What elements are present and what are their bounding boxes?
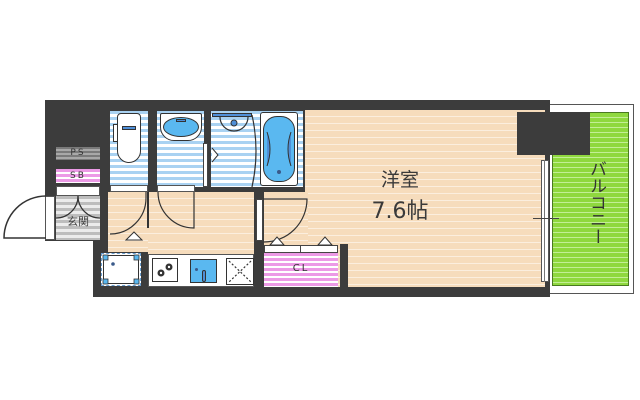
entrance-door-opening	[45, 196, 55, 240]
shower-icon	[211, 114, 257, 188]
entrance-floor	[56, 196, 100, 240]
balcony-label: バルコニー	[586, 160, 606, 245]
entrance-inner-door	[55, 195, 101, 219]
bathtub-contour	[266, 131, 292, 174]
closet-label: CL	[292, 263, 310, 274]
toilet-door-swing[interactable]	[108, 191, 208, 238]
pipe-space-label: PS	[70, 148, 86, 158]
western-room-name: 洋室	[380, 169, 419, 191]
fridge-corners	[102, 254, 140, 285]
sink-drain	[195, 268, 198, 271]
balcony-window[interactable]	[541, 160, 549, 282]
shoe-box-label: SB	[70, 171, 86, 181]
pipe-space	[56, 147, 100, 160]
entrance-door-swing[interactable]	[0, 195, 50, 241]
room-door-swing[interactable]	[263, 198, 309, 244]
closet-floor	[264, 253, 338, 287]
closet-markers	[268, 236, 334, 246]
closet-door-divider	[300, 245, 301, 253]
faucet	[176, 119, 186, 122]
room-wall-nub	[340, 244, 348, 287]
closet-doors[interactable]	[264, 245, 338, 253]
entrance-label: 玄関	[67, 215, 89, 228]
shoe-box	[56, 169, 100, 183]
refrigerator-icon	[103, 255, 139, 284]
washroom-door-leaf	[147, 192, 149, 228]
kitchen-floor	[148, 236, 258, 254]
stove-icon	[152, 258, 178, 282]
kitchen-marker	[124, 231, 144, 241]
toilet-seat-accent	[122, 126, 136, 130]
sink-faucet	[202, 270, 206, 282]
window-handle	[533, 218, 559, 219]
entrance-step	[56, 186, 100, 196]
structural-pillar	[517, 112, 590, 155]
shower-head-bar	[212, 113, 252, 117]
room-door-frame	[256, 199, 263, 241]
washing-machine-icon	[228, 260, 252, 283]
washroom-threshold	[157, 185, 195, 192]
toilet-icon	[117, 113, 141, 163]
western-room-size: 7.6帖	[371, 199, 429, 224]
washroom-door-panel	[203, 143, 208, 187]
washbasin-icon	[163, 117, 199, 137]
kitchen-wall	[93, 244, 101, 297]
window-track	[544, 160, 545, 282]
burners	[157, 263, 173, 277]
toilet-threshold	[110, 185, 148, 192]
